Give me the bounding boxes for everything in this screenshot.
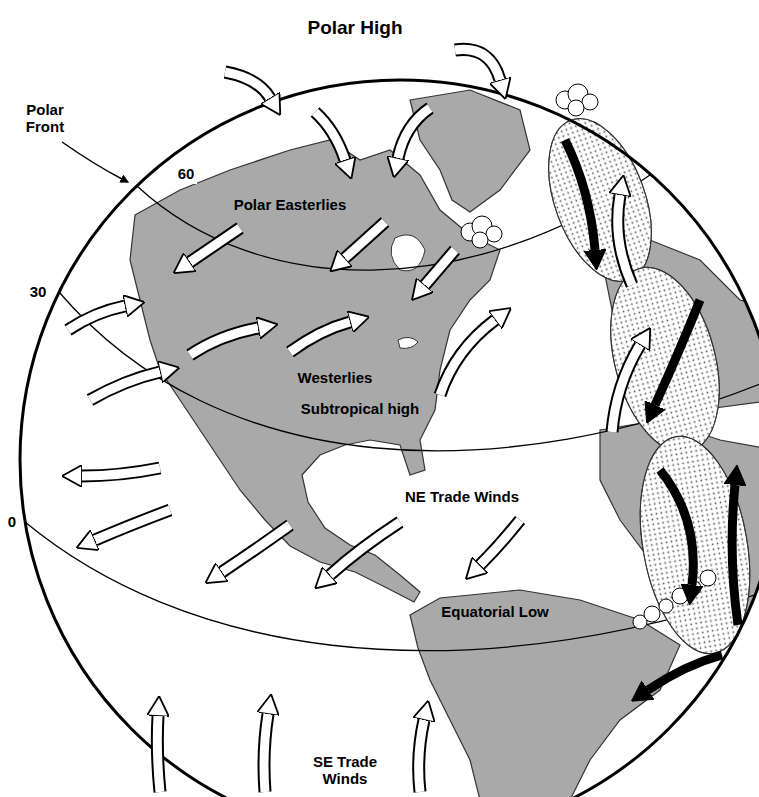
cloud bbox=[568, 100, 584, 116]
cell-flow-arrow bbox=[732, 485, 738, 625]
cell-flow-arrow bbox=[648, 655, 722, 690]
wind-arrow bbox=[82, 468, 160, 476]
circulation-cell bbox=[625, 428, 759, 663]
pressure-label: Equatorial Low bbox=[438, 602, 552, 621]
circulation-cell bbox=[625, 428, 759, 663]
wind-arrow bbox=[190, 328, 258, 355]
wind-arrow bbox=[398, 108, 430, 158]
cloud bbox=[472, 232, 488, 248]
wind-arrow-outline bbox=[90, 372, 160, 400]
wind-arrow bbox=[68, 306, 125, 330]
cloud bbox=[659, 599, 673, 613]
wind-arrow bbox=[222, 525, 290, 572]
wind-arrow-outline bbox=[455, 49, 500, 80]
cloud bbox=[644, 606, 660, 622]
wind-arrow-outline bbox=[68, 306, 125, 330]
wind-arrow-outline bbox=[157, 716, 160, 792]
wind-arrow bbox=[419, 720, 424, 792]
wind-arrow bbox=[425, 250, 455, 285]
wind-arrow-outline bbox=[82, 468, 160, 476]
continent bbox=[130, 140, 500, 602]
wind-arrow-outline bbox=[290, 322, 350, 352]
wind-arrow bbox=[225, 72, 270, 98]
circulation-cell bbox=[529, 105, 672, 296]
cloud bbox=[461, 84, 716, 629]
wind-arrow-outline bbox=[398, 108, 430, 158]
wind-arrow-outline bbox=[480, 520, 520, 565]
circulation-cell bbox=[529, 105, 759, 663]
globe-body bbox=[20, 80, 759, 797]
wind-label: SE Trade Winds bbox=[302, 752, 388, 789]
wind-arrow-outline bbox=[612, 345, 640, 432]
wind-label: Polar Easterlies bbox=[231, 195, 350, 214]
wind-arrow bbox=[290, 322, 350, 352]
wind-arrow bbox=[95, 510, 170, 540]
globe-outline bbox=[20, 80, 759, 797]
wind-arrow bbox=[345, 222, 385, 258]
wind-arrow bbox=[612, 345, 640, 432]
front-label: Polar Front bbox=[7, 100, 83, 137]
cloud bbox=[672, 588, 688, 604]
lake bbox=[391, 235, 425, 349]
continent bbox=[130, 90, 759, 797]
wind-arrow-outline bbox=[225, 72, 270, 98]
lake bbox=[391, 235, 425, 271]
wind-arrow bbox=[455, 49, 500, 80]
pressure-label: Polar High bbox=[304, 16, 405, 40]
cell-flow-arrow bbox=[565, 140, 595, 250]
wind-arrow-outline bbox=[68, 49, 640, 792]
wind-arrow-outline bbox=[190, 328, 258, 355]
wind-arrow-outline bbox=[345, 222, 385, 258]
wind-arrow-outline bbox=[264, 714, 268, 792]
latitude-number: 30 bbox=[27, 282, 50, 301]
wind-arrow bbox=[190, 228, 240, 262]
wind-arrow-outline bbox=[440, 320, 495, 395]
cloud bbox=[700, 570, 716, 586]
lake bbox=[398, 337, 418, 348]
wind-label: NE Trade Winds bbox=[402, 487, 522, 506]
wind-arrow bbox=[480, 520, 520, 565]
circulation-cell bbox=[592, 255, 738, 464]
wind-arrow-outline bbox=[618, 195, 632, 285]
latitude-number: 0 bbox=[5, 512, 19, 531]
wind-arrow-outline bbox=[330, 522, 400, 575]
wind-arrow-outline bbox=[222, 525, 290, 572]
wind-arrow-outline bbox=[315, 112, 345, 160]
wind-arrow bbox=[157, 716, 160, 792]
pressure-label: Subtropical high bbox=[298, 399, 422, 418]
wind-arrow bbox=[618, 195, 632, 285]
wind-arrow-outline bbox=[419, 720, 424, 792]
wind-arrow bbox=[330, 522, 400, 575]
wind-arrow-outline bbox=[95, 510, 170, 540]
wind-arrow bbox=[264, 714, 268, 792]
cell-flow-arrow bbox=[565, 140, 738, 690]
wind-arrow bbox=[440, 320, 495, 395]
wind-arrow bbox=[90, 372, 160, 400]
cell-flow-arrow bbox=[660, 470, 693, 585]
continent bbox=[410, 590, 680, 797]
wind-arrow bbox=[68, 49, 640, 792]
wind-arrow-outline bbox=[425, 250, 455, 285]
wind-arrow-outline bbox=[190, 228, 240, 262]
wind-arrow bbox=[315, 112, 345, 160]
circulation-cell bbox=[529, 105, 672, 296]
leader-line bbox=[62, 142, 122, 179]
cell-flow-arrow bbox=[655, 300, 700, 405]
circulation-cell bbox=[592, 255, 738, 464]
latitude-number: 60 bbox=[175, 164, 198, 183]
wind-label: Westerlies bbox=[295, 368, 376, 387]
